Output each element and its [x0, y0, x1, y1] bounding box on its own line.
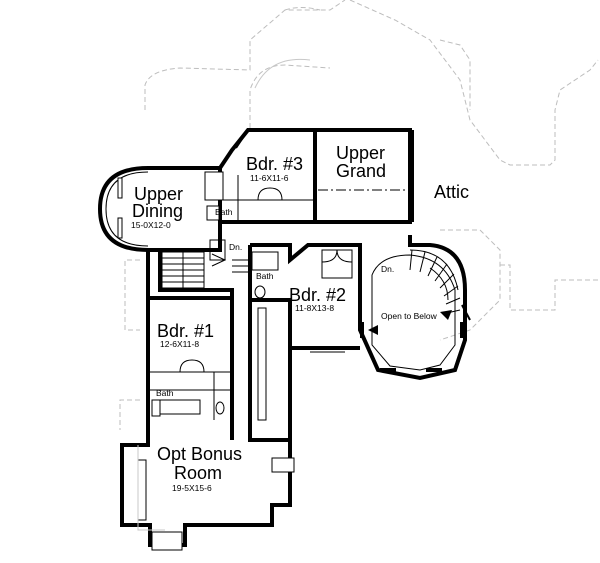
- bonus-room: [120, 440, 295, 551]
- bonus-room-label-1: Opt Bonus: [157, 444, 242, 464]
- upper-grand-label-1: Upper: [336, 143, 385, 163]
- bath-label-bedroom-3: Bath: [215, 207, 233, 217]
- upper-dining-label-2: Dining: [132, 201, 183, 221]
- bath-label-bedroom-2: Bath: [256, 271, 274, 281]
- lower-level-outline: [119, 0, 599, 430]
- upper-grand-label-2: Grand: [336, 161, 386, 181]
- open-to-below: [358, 235, 471, 381]
- bonus-room-label-2: Room: [174, 463, 222, 483]
- bedroom-2-label: Bdr. #2: [289, 285, 346, 305]
- bedroom-3-label: Bdr. #3: [246, 154, 303, 174]
- upper-grand-room: [315, 128, 414, 224]
- upper-dining-label-1: Upper: [134, 184, 183, 204]
- bonus-room-size: 19-5X15-6: [172, 483, 212, 493]
- bath-label-bedroom-1: Bath: [156, 388, 174, 398]
- spiral-stair-down-label: Dn.: [381, 264, 394, 274]
- bedroom-1-block: [146, 250, 292, 442]
- bedroom-3-block: [204, 128, 317, 224]
- stair-down-label: Dn.: [229, 242, 242, 252]
- bedroom-3-size: 11-6X11-6: [250, 173, 289, 183]
- bedroom-2-block: [248, 243, 362, 353]
- attic-label: Attic: [434, 182, 469, 202]
- bedroom-2-size: 11-8X13-8: [295, 303, 334, 313]
- open-to-below-label: Open to Below: [381, 311, 438, 321]
- upper-dining-room: [97, 166, 222, 252]
- upper-dining-size: 15-0X12-0: [131, 220, 171, 230]
- bedroom-1-size: 12-6X11-8: [160, 339, 199, 349]
- bedroom-1-label: Bdr. #1: [157, 321, 214, 341]
- stair-hall: [158, 222, 250, 300]
